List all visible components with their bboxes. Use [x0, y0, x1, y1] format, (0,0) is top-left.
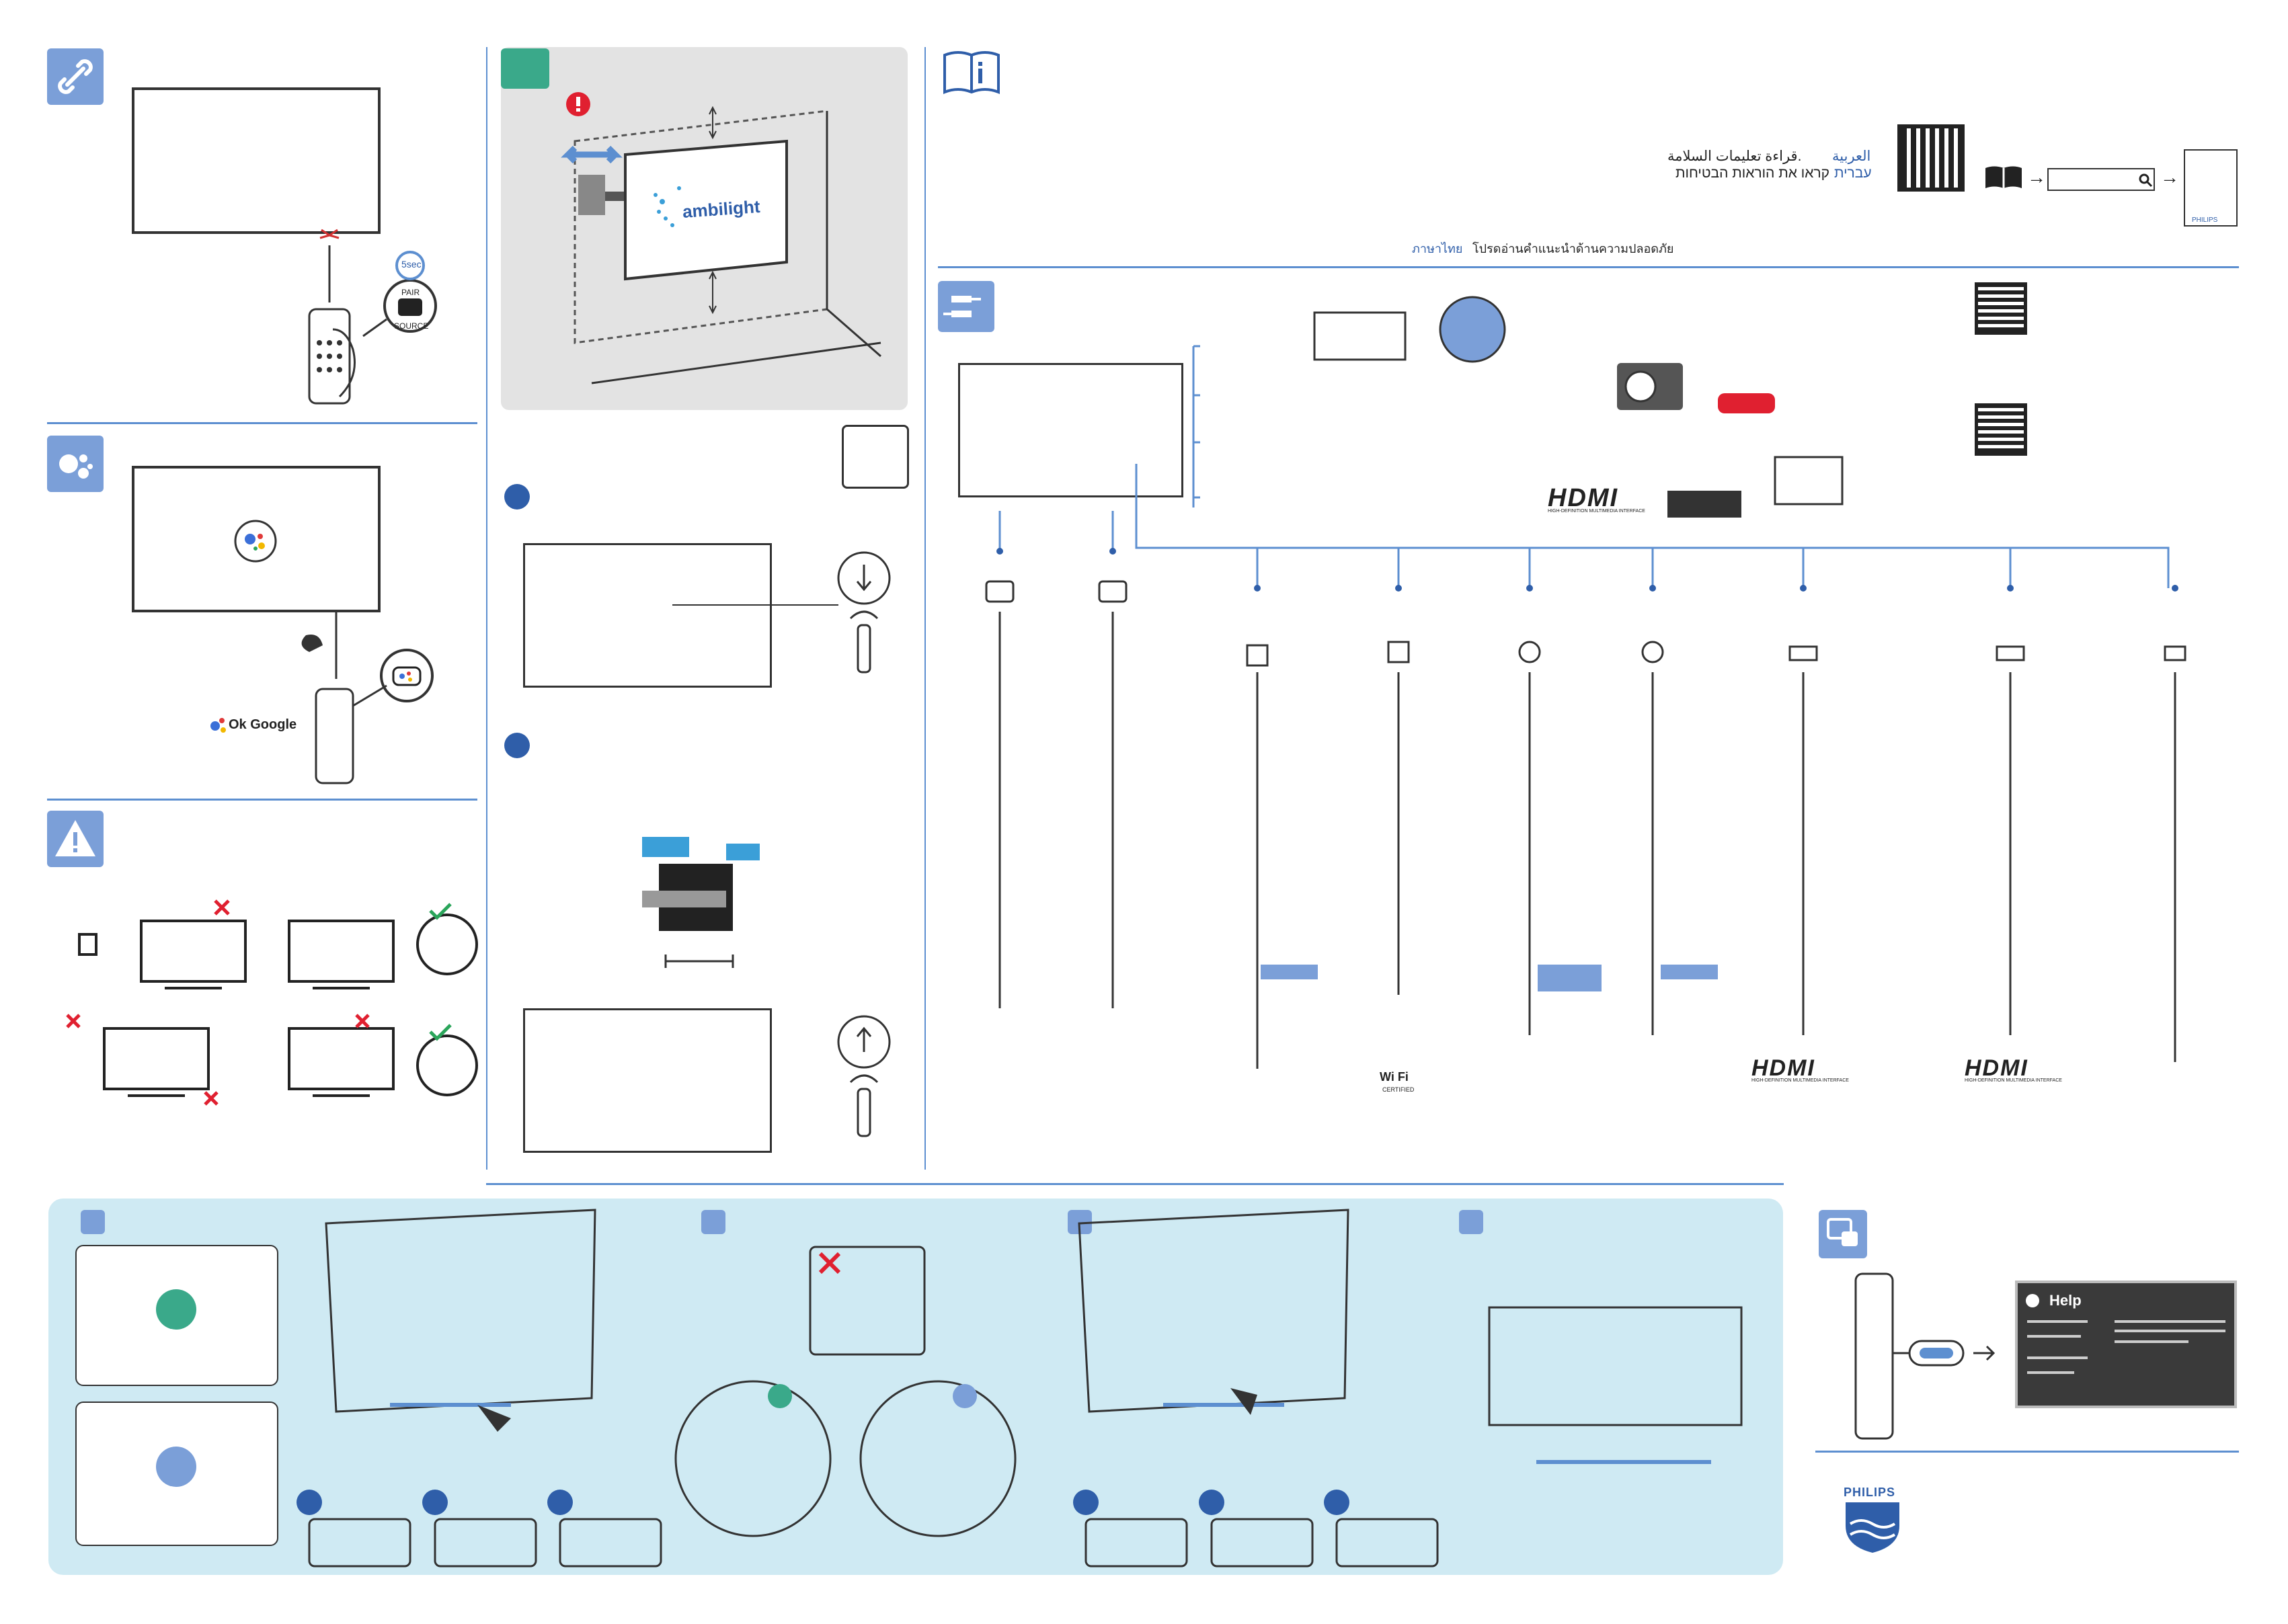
wall-mount-illustration — [561, 92, 881, 384]
manual-book-icon — [1985, 166, 2022, 188]
column-divider — [486, 47, 487, 1170]
help-remote-illustration — [1854, 1272, 1996, 1440]
wifi-logo: Wi Fi — [1380, 1070, 1409, 1084]
hdmi-tagline-2: HIGH-DEFINITION MULTIMEDIA INTERFACE — [1751, 1078, 1849, 1083]
info-book-icon — [943, 51, 1000, 94]
cable-icon — [943, 296, 981, 317]
wall-mount-step-badge — [501, 48, 549, 89]
pair-key-label: PAIR — [401, 288, 420, 297]
section-divider — [47, 799, 477, 801]
search-field[interactable] — [2047, 168, 2155, 191]
arrow-icon: → — [2027, 167, 2046, 188]
help-icon — [2026, 1294, 2039, 1307]
section-divider — [1815, 1451, 2239, 1453]
qr-code-small — [1975, 282, 2027, 335]
step-1-marker — [504, 484, 530, 510]
help-screen-title: Help — [2049, 1292, 2082, 1309]
hdmi-logo-2: HDMI — [1751, 1055, 1815, 1081]
link-section-badge — [47, 48, 104, 105]
stand-assembly-illustrations — [297, 1209, 1743, 1568]
philips-wordmark: PHILIPS — [1844, 1486, 1896, 1499]
assistant-section-badge — [47, 436, 104, 492]
leaflet-brand: PHILIPS — [2192, 216, 2218, 224]
connections-section-badge — [938, 281, 994, 332]
search-icon — [2139, 173, 2153, 188]
tv-back-panel — [523, 543, 772, 688]
assistant-on-screen-icon — [234, 520, 277, 563]
step-2-marker — [504, 733, 530, 758]
link-icon — [58, 59, 93, 94]
safety-text-thai: โปรดอ่านคำแนะนำด้านความปลอดภัย — [1472, 242, 1674, 255]
help-section-badge — [1819, 1210, 1867, 1258]
stand-step-a-badge — [81, 1210, 105, 1234]
safety-text-hebrew: קראו את הוראות הבטיחות — [1675, 165, 1829, 181]
stand-step-d-badge — [1459, 1210, 1483, 1234]
safety-lang-hebrew: עברית — [1834, 165, 1872, 181]
safety-warnings-illustration — [66, 899, 478, 1106]
philips-shield-logo — [1846, 1502, 1899, 1553]
option-blue-dot — [156, 1447, 196, 1487]
safety-lang-arabic: العربية — [1832, 149, 1871, 164]
pairing-illustration — [308, 229, 437, 405]
hdmi-logo: HDMI — [1548, 484, 1619, 512]
tv-screen — [132, 87, 381, 234]
assembly-icon-box — [842, 425, 909, 489]
hdmi-logo-3: HDMI — [1965, 1055, 2028, 1081]
safety-lang-thai: ภาษาไทย — [1412, 242, 1463, 255]
assistant-remote-illustration — [210, 612, 434, 784]
hdmi-tagline: HIGH-DEFINITION MULTIMEDIA INTERFACE — [1548, 509, 1645, 514]
help-screen — [2015, 1281, 2237, 1408]
google-assistant-icon — [59, 454, 93, 479]
source-key-label: SOURCE — [394, 321, 429, 331]
wifi-certified: CERTIFIED — [1382, 1086, 1415, 1093]
hdmi-tagline-3: HIGH-DEFINITION MULTIMEDIA INTERFACE — [1965, 1078, 2062, 1083]
section-divider — [938, 266, 2239, 268]
timer-label: 5sec — [401, 259, 422, 270]
screw-detail-down — [837, 1015, 891, 1137]
option-green-dot — [156, 1289, 196, 1330]
stand-step-b-badge — [701, 1210, 725, 1234]
tv-rear-connections — [958, 363, 1183, 497]
column-divider — [924, 47, 926, 1170]
bracket-bolt-illustration — [642, 837, 760, 968]
ok-google-label: Ok Google — [229, 717, 297, 732]
arrow-icon: → — [2160, 167, 2179, 188]
safety-text-arabic: قراءة تعليمات السلامة. — [1667, 149, 1802, 164]
qr-code-small — [1975, 403, 2027, 456]
qr-code — [1897, 124, 1965, 192]
help-menu-lines — [2027, 1320, 2225, 1374]
help-question-icon — [1827, 1218, 1858, 1246]
warning-triangle-icon — [55, 820, 95, 856]
stand-assembly-panel — [48, 1199, 1783, 1575]
manual-leaflet — [2184, 149, 2238, 227]
section-divider — [47, 422, 477, 424]
section-divider — [486, 1183, 1784, 1185]
tv-back-panel-2 — [523, 1008, 772, 1153]
warning-section-badge — [47, 811, 104, 867]
screw-detail-up — [672, 551, 891, 674]
connections-diagram — [985, 296, 2186, 1069]
